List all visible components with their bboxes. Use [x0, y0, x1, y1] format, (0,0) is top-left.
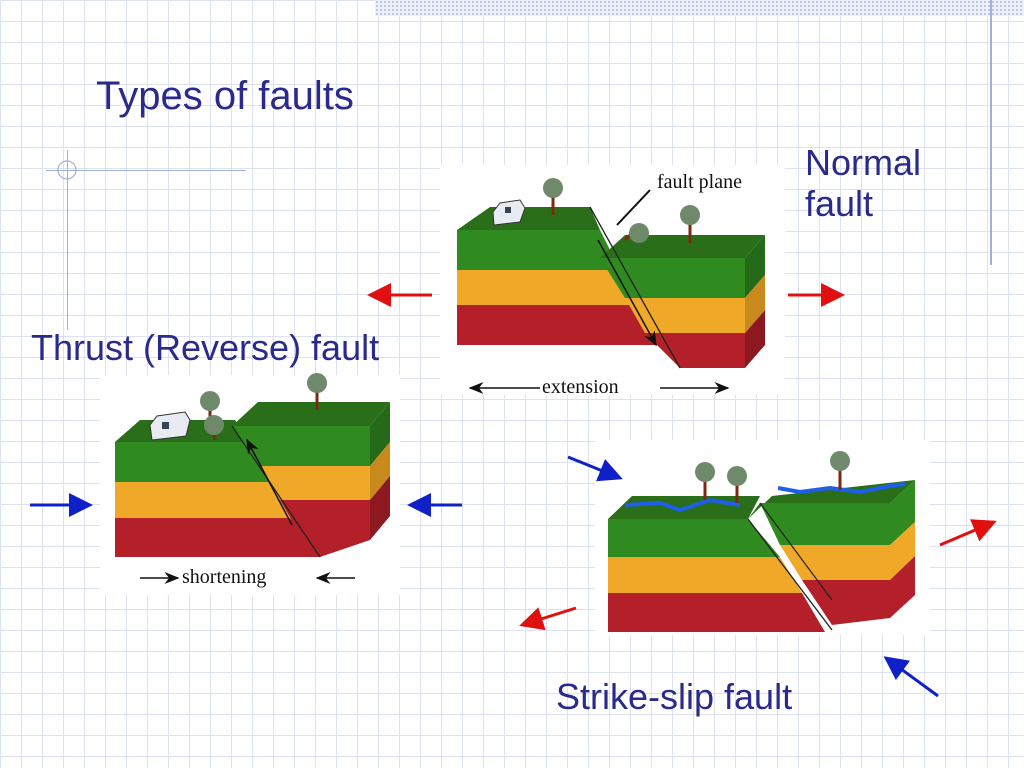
shortening-annotation: shortening	[182, 566, 266, 588]
slide-title: Types of faults	[96, 74, 354, 118]
strike-arrow-left	[519, 606, 577, 631]
thrust-fault-diagram: shortening	[30, 373, 462, 595]
extension-annotation: extension	[542, 376, 619, 398]
strike-arrow-right	[939, 519, 997, 547]
fault-plane-annotation: fault plane	[657, 171, 742, 193]
strike-blue-arrow-top	[567, 455, 623, 482]
normal-fault-label: Normal fault	[805, 142, 945, 225]
normal-fault-diagram: fault plane extension	[367, 165, 845, 398]
decor-line-vertical-left	[67, 150, 68, 330]
normal-fault-label-text: Normal fault	[805, 142, 922, 225]
decor-line-horizontal	[46, 170, 246, 171]
top-decorative-band	[375, 0, 1024, 16]
thrust-fault-label: Thrust (Reverse) fault	[31, 327, 380, 368]
strike-slip-fault-label: Strike-slip fault	[556, 676, 793, 717]
strike-slip-fault-diagram	[519, 440, 997, 698]
strike-blue-arrow-bottom	[883, 656, 939, 698]
decor-line-vertical-right	[990, 0, 992, 265]
